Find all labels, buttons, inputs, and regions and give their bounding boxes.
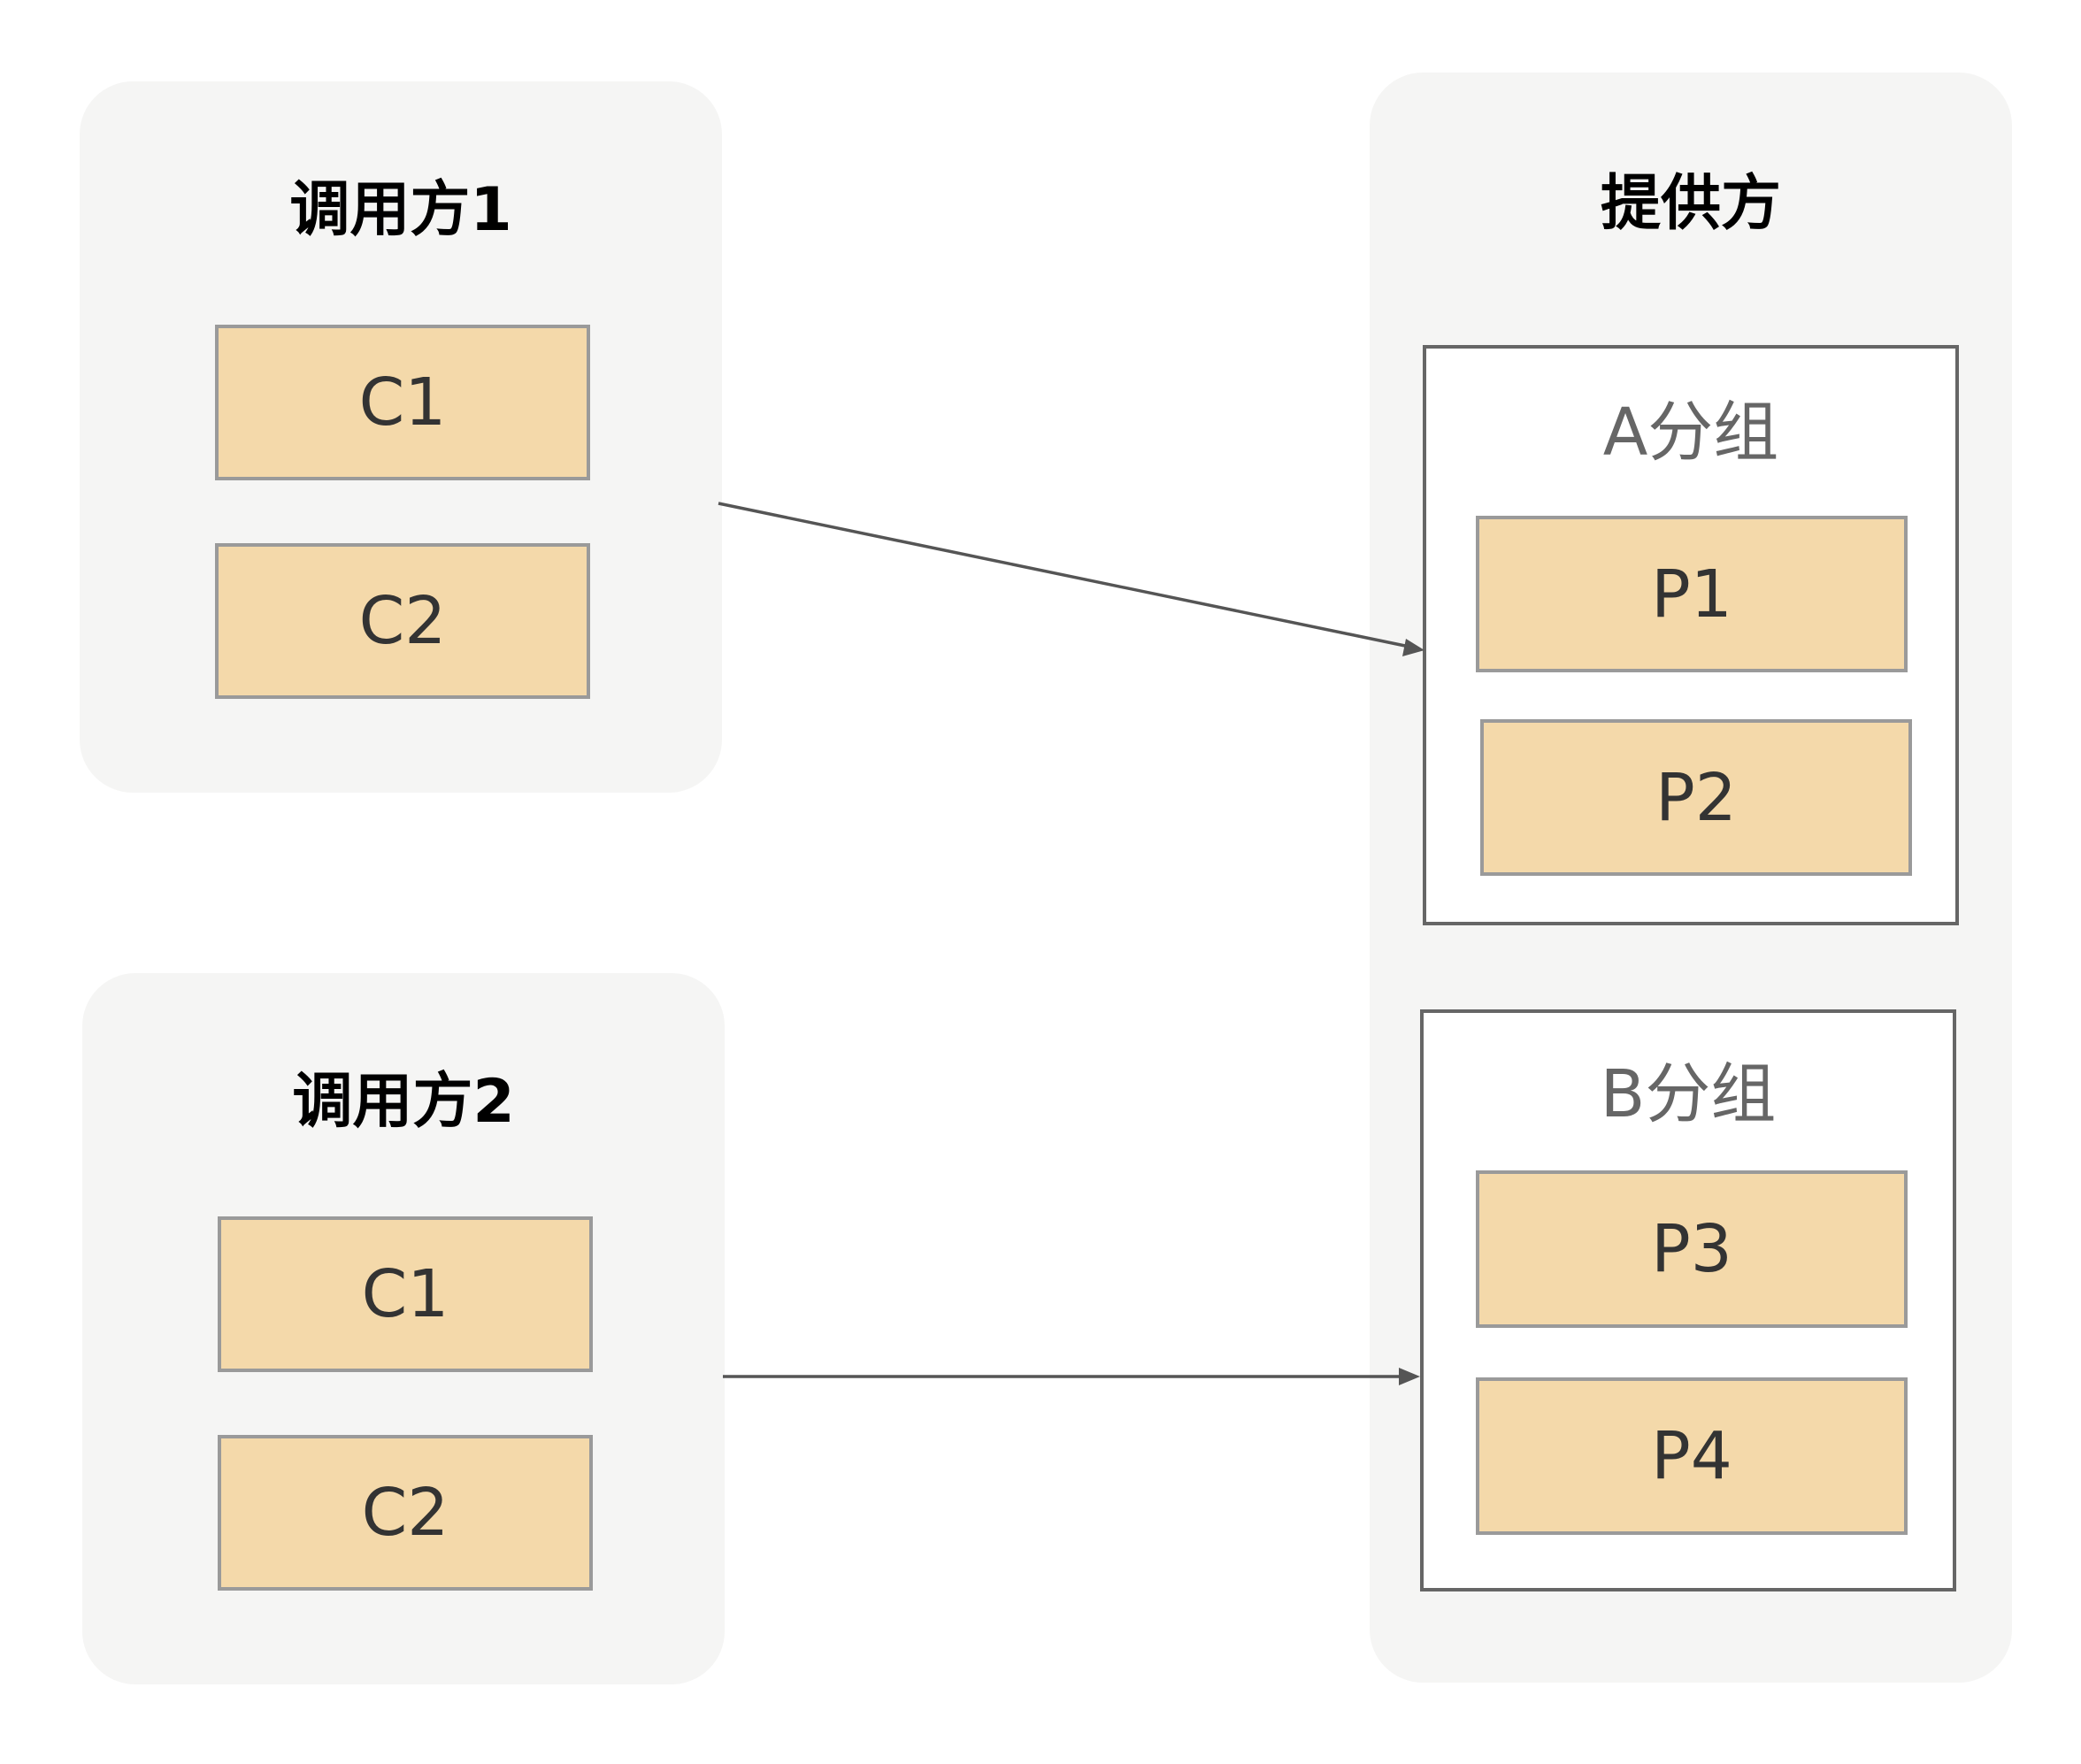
node-p1: P1 <box>1476 516 1908 672</box>
caller1-panel: 调用方1 C1 C2 <box>80 81 722 793</box>
caller2-node-c1: C1 <box>218 1216 593 1372</box>
group-b: B分组 P3 P4 <box>1420 1009 1956 1591</box>
arrow-caller2-to-group-b <box>723 1368 1420 1385</box>
node-p3: P3 <box>1476 1170 1908 1328</box>
caller2-title: 调用方2 <box>292 1067 515 1137</box>
caller1-title: 调用方1 <box>289 175 512 245</box>
node-p4: P4 <box>1476 1377 1908 1535</box>
caller1-node-c1: C1 <box>215 325 590 480</box>
caller2-node-c2: C2 <box>218 1435 593 1591</box>
arrow-caller1-to-group-a <box>718 502 1424 656</box>
group-a-title: A分组 <box>1602 395 1779 471</box>
group-b-title: B分组 <box>1600 1056 1777 1132</box>
node-p2: P2 <box>1480 719 1912 876</box>
caller2-panel: 调用方2 C1 C2 <box>82 973 725 1684</box>
group-a: A分组 P1 P2 <box>1423 345 1959 925</box>
caller1-node-c2: C2 <box>215 543 590 699</box>
provider-panel: 提供方 A分组 P1 P2 B分组 P3 P4 <box>1370 73 2012 1683</box>
provider-title: 提供方 <box>1600 169 1781 239</box>
